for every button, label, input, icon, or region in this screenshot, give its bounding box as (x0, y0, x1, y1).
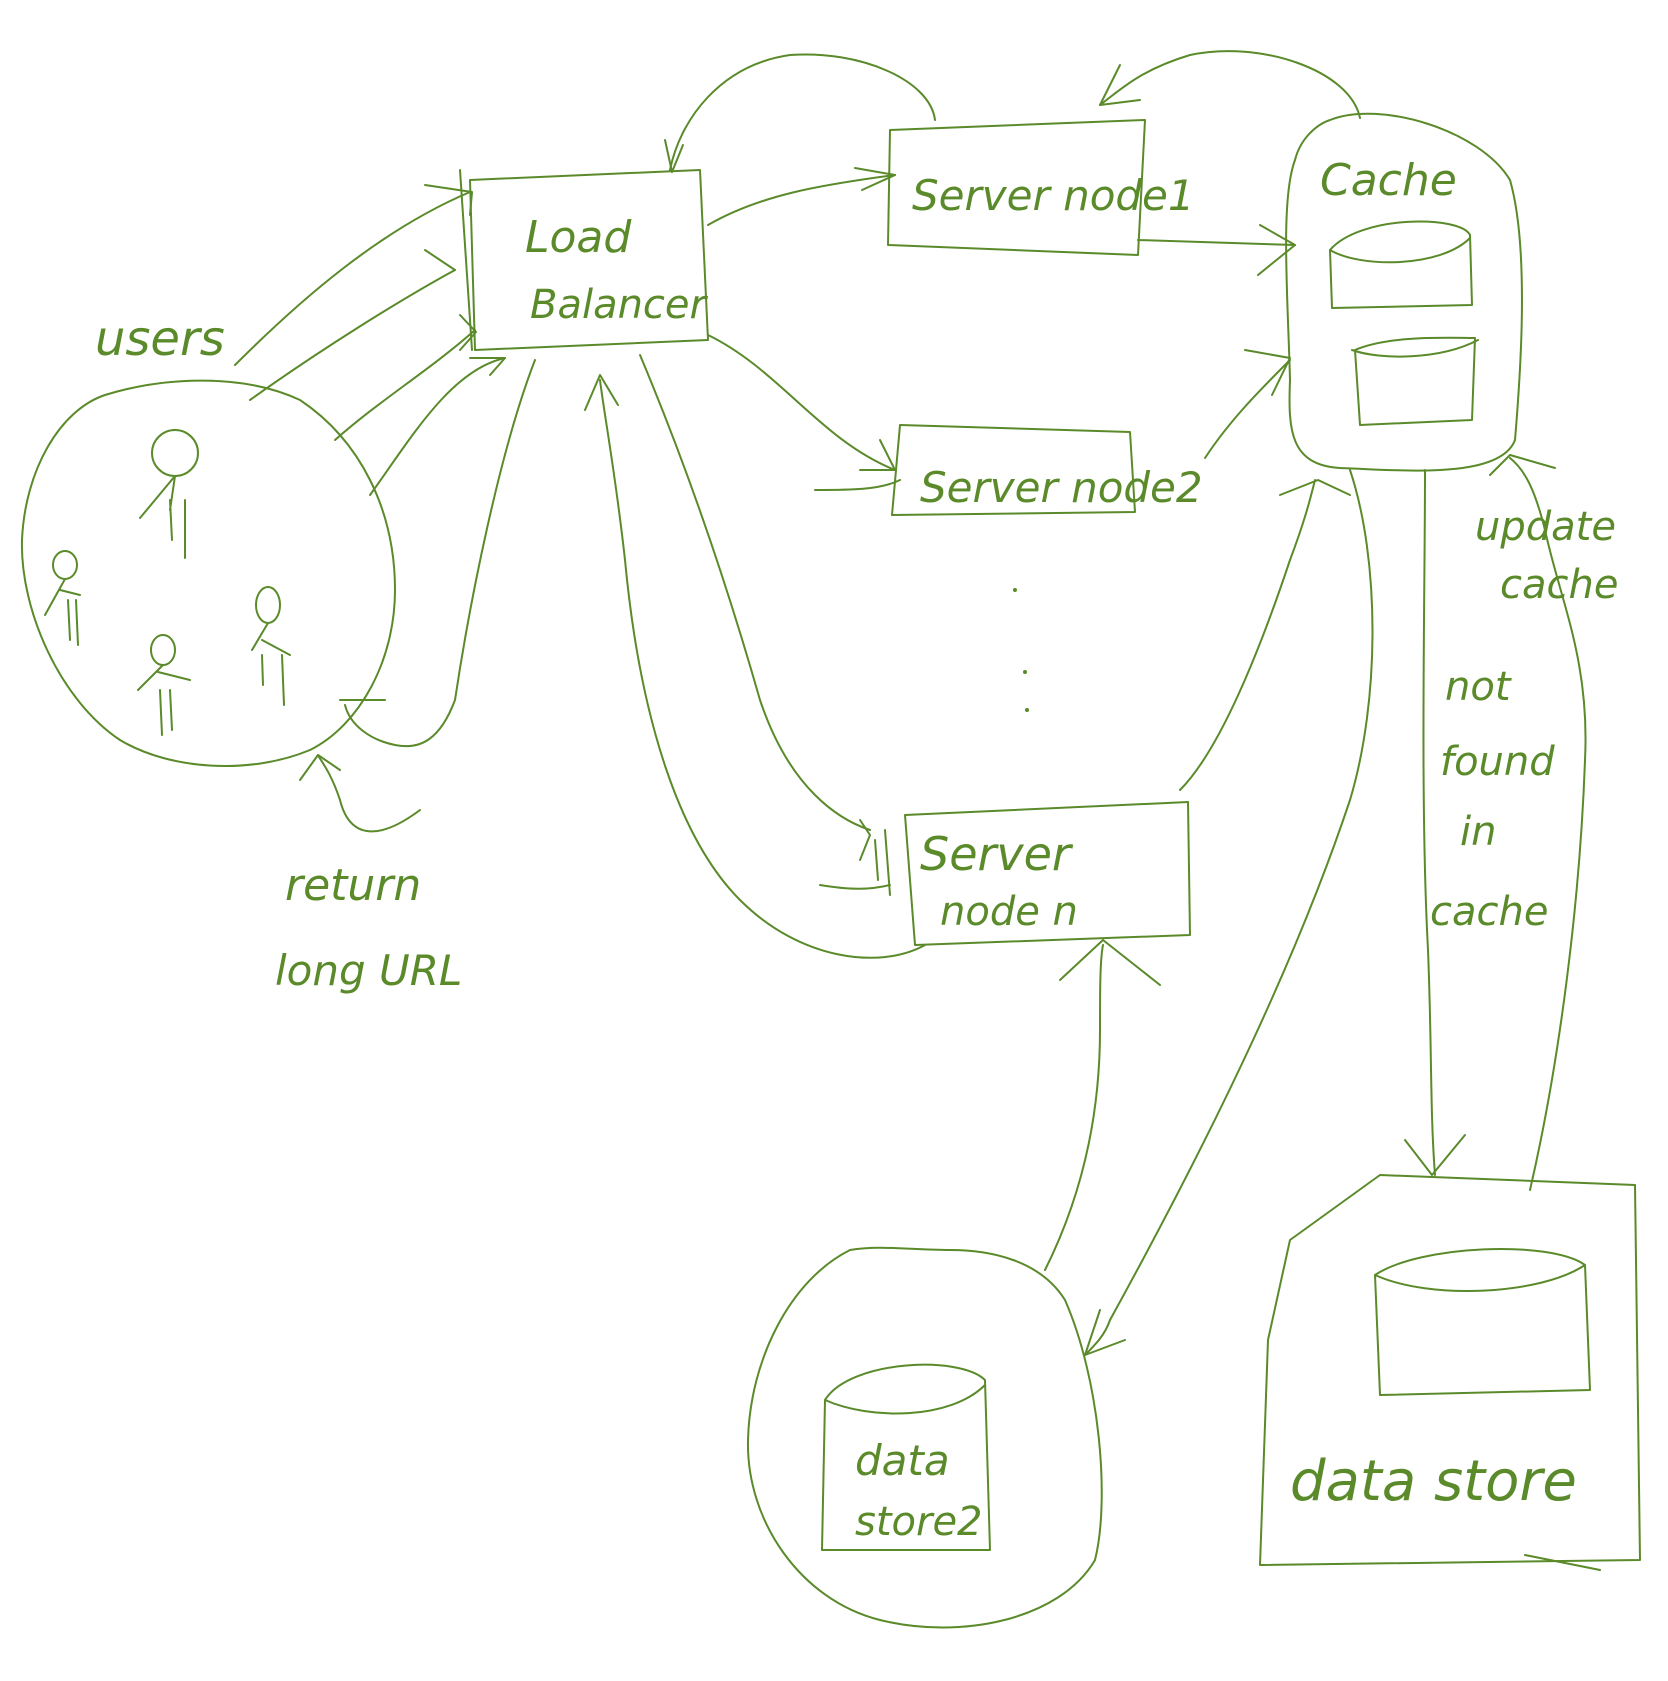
server-node-2-box (891, 424, 1136, 516)
user-figure-icon (44, 550, 81, 646)
not-found-label-line2: found (1440, 739, 1555, 785)
data-store-2-db-icon (821, 1363, 991, 1551)
arrow-server-n-to-lb (599, 379, 926, 959)
server-node-1-group: Server node1 (887, 119, 1195, 256)
user-figure-icon (139, 429, 199, 559)
cache-db-icon (1329, 220, 1473, 309)
arrow-cache-to-data-store (1422, 469, 1436, 1176)
arrow-users-to-lb (249, 269, 456, 401)
data-store-2-label-line1: data (855, 1436, 950, 1485)
arrow-users-to-lb (369, 357, 506, 496)
server-node-1-label: Server node1 (912, 171, 1195, 220)
arrow-lb-to-server2 (707, 334, 896, 471)
ellipsis-dots (1013, 588, 1029, 712)
arrow-data-store-2-to-server-n (1044, 944, 1104, 1271)
server-node-n-label-line2: node n (940, 889, 1078, 935)
cache-group: Cache (1285, 112, 1523, 472)
arrow-server2-to-cache (1204, 359, 1291, 459)
connectors (234, 50, 1587, 1356)
arrow-lb-to-server1 (707, 174, 896, 226)
user-figure-icon (137, 634, 191, 736)
arrow-server1-to-cache (1137, 239, 1296, 246)
data-store-2-group: data store2 (746, 1246, 1103, 1629)
users-circle (20, 379, 396, 767)
load-balancer-label-line1: Load (525, 212, 632, 263)
not-found-label-line1: not (1445, 664, 1512, 710)
user-figure-icon (251, 586, 291, 706)
arrow-lb-to-users-return (344, 359, 536, 748)
arrow-server-n-to-cache (1179, 479, 1316, 791)
arrow-lb-to-server-n (639, 354, 871, 831)
not-found-label-line3: in (1460, 809, 1496, 855)
data-store-box (1259, 1174, 1641, 1566)
arrow-data-store-to-cache (1509, 457, 1587, 1191)
cache-box (1285, 112, 1523, 472)
data-store-label: data store (1290, 1449, 1577, 1514)
load-balancer-box (469, 169, 709, 351)
server-node-2-label: Server node2 (920, 463, 1203, 512)
arrow-cache-to-data-store-2 (1084, 469, 1374, 1356)
arrow-users-to-lb (334, 329, 476, 441)
load-balancer-label-line2: Balancer (530, 282, 709, 328)
data-store-2-label-line2: store2 (855, 1499, 983, 1545)
server-node-2-group: Server node2 (891, 424, 1203, 516)
not-found-label-line4: cache (1430, 889, 1548, 935)
server-node-n-box (904, 801, 1191, 946)
update-cache-label-line1: update (1475, 504, 1616, 550)
users-label: users (95, 311, 225, 367)
data-store-db-icon (1374, 1247, 1591, 1396)
server-node-1-box (887, 119, 1146, 256)
cache-label: Cache (1320, 155, 1457, 206)
arrow-cache-to-server1 (1099, 50, 1361, 119)
arrow-users-to-lb (234, 191, 471, 366)
return-label-line2: long URL (275, 946, 462, 995)
users-group: users (20, 311, 396, 767)
load-balancer-group: Load Balancer (459, 169, 709, 351)
cache-db-icon (1351, 336, 1479, 426)
arrow-server1-to-lb (669, 53, 936, 171)
return-label-line1: return (285, 860, 421, 911)
arrow-return-long-url (317, 754, 421, 833)
data-store-2-circle (746, 1246, 1103, 1629)
data-store-group: data store (1259, 1174, 1641, 1571)
server-node-n-label-line1: Server (920, 827, 1074, 881)
server-node-n-group: Server node n (874, 801, 1191, 946)
